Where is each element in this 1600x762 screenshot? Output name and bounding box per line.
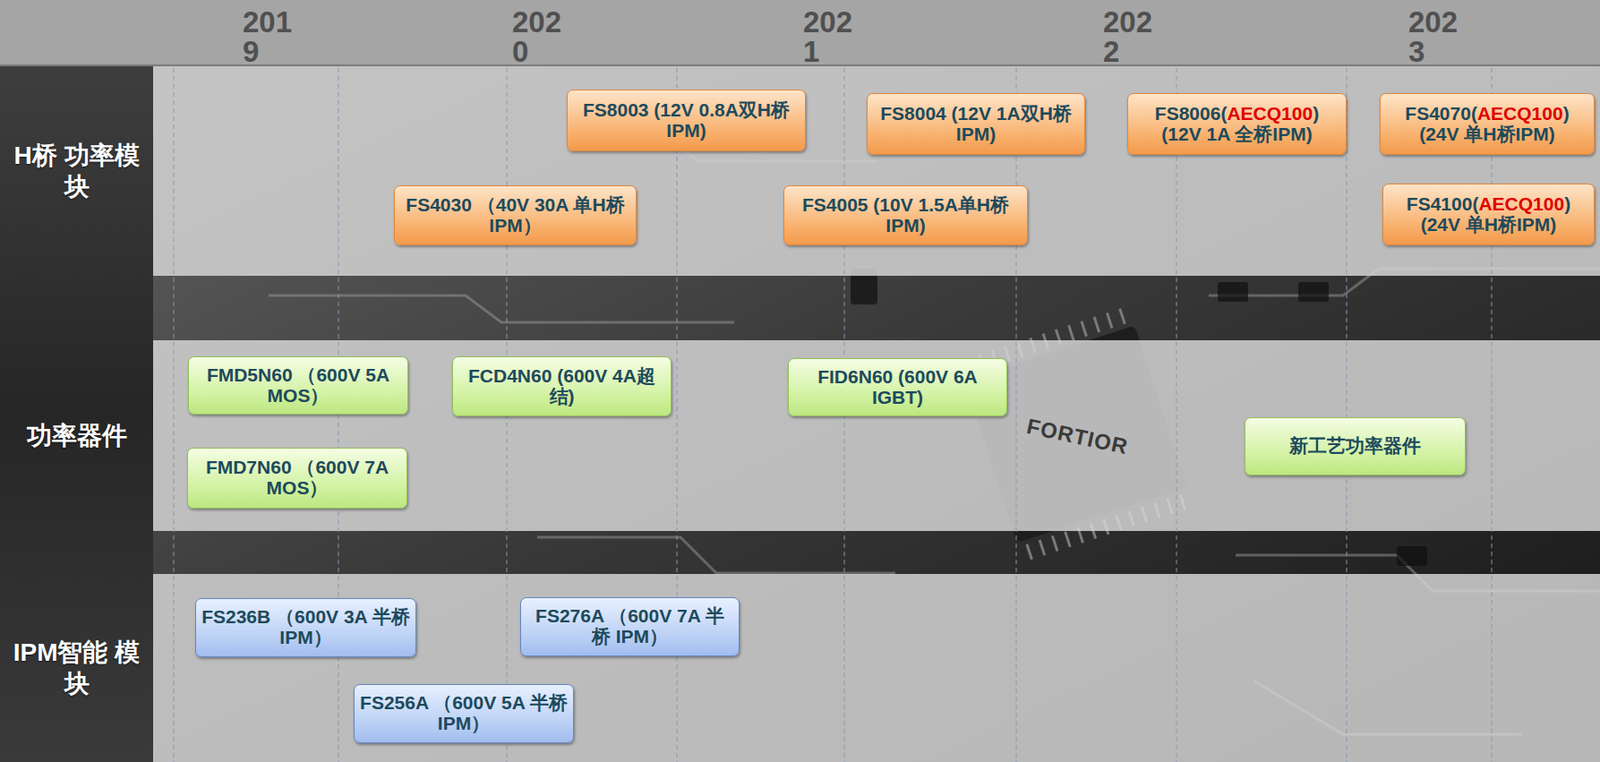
product-box: FS236B （600V 3A 半桥 IPM）: [195, 598, 417, 658]
product-label: FMD7N60 （600V 7A MOS）: [188, 457, 407, 498]
category-band: IPM智能 模块FS236B （600V 3A 半桥 IPM）FS276A （6…: [153, 573, 1600, 762]
qualification-mark: AECQ100: [1477, 102, 1564, 124]
category-band: H桥 功率模块FS8003 (12V 0.8A双H桥 IPM)FS8004 (1…: [153, 66, 1600, 276]
product-box: FS256A （600V 5A 半桥 IPM）: [353, 684, 574, 744]
product-label: FS236B （600V 3A 半桥 IPM）: [196, 607, 416, 648]
product-box: FS4070(AECQ100) (24V 单H桥IPM): [1379, 93, 1595, 155]
product-label: FS256A （600V 5A 半桥 IPM）: [354, 693, 574, 734]
year-label: 2021: [803, 7, 857, 67]
product-box: FS276A （600V 7A 半桥 IPM）: [520, 597, 740, 657]
product-label: FS8003 (12V 0.8A双H桥 IPM): [567, 100, 805, 141]
product-label: FS4030 （40V 30A 单H桥 IPM）: [394, 195, 636, 236]
product-box: FS8003 (12V 0.8A双H桥 IPM): [566, 89, 806, 152]
product-label: FID6N60 (600V 6A IGBT): [788, 367, 1007, 408]
product-label: FS4100(AECQ100) (24V 单H桥IPM): [1383, 194, 1594, 235]
product-label: 新工艺功率器件: [1245, 436, 1465, 457]
product-label: FCD4N60 (600V 4A超结): [453, 366, 671, 407]
product-box: FS8004 (12V 1A双H桥 IPM): [866, 93, 1086, 155]
band-heading: IPM智能 模块: [0, 573, 154, 762]
product-box: FMD7N60 （600V 7A MOS）: [187, 447, 408, 509]
product-box: FS8006(AECQ100) (12V 1A 全桥IPM): [1127, 93, 1347, 155]
product-label: FS276A （600V 7A 半桥 IPM）: [521, 606, 739, 647]
chip-marking: FORTIOR: [1024, 413, 1130, 460]
product-label: FS8004 (12V 1A双H桥 IPM): [867, 103, 1085, 145]
product-box: FCD4N60 (600V 4A超结): [452, 356, 672, 417]
year-label: 2023: [1408, 7, 1463, 67]
product-box: 新工艺功率器件: [1244, 417, 1466, 476]
qualification-mark: AECQ100: [1478, 193, 1565, 214]
band-heading: 功率器件: [0, 340, 154, 531]
product-box: FMD5N60 （600V 5A MOS）: [188, 356, 409, 415]
product-box: FS4100(AECQ100) (24V 单H桥IPM): [1382, 183, 1595, 246]
product-box: FS4030 （40V 30A 单H桥 IPM）: [393, 185, 637, 246]
category-band: 功率器件FMD5N60 （600V 5A MOS）FCD4N60 (600V 4…: [153, 340, 1600, 531]
product-label: FS8006(AECQ100) (12V 1A 全桥IPM): [1128, 103, 1346, 145]
row-title: 功率器件: [21, 419, 133, 452]
row-title: IPM智能 模块: [0, 636, 154, 700]
product-label: FMD5N60 （600V 5A MOS）: [188, 365, 408, 406]
product-label: FS4070(AECQ100) (24V 单H桥IPM): [1380, 103, 1594, 145]
row-title: H桥 功率模块: [0, 139, 154, 203]
product-box: FS4005 (10V 1.5A单H桥 IPM): [783, 185, 1028, 246]
year-label: 2019: [242, 7, 297, 67]
qualification-mark: AECQ100: [1226, 102, 1313, 124]
product-label: FS4005 (10V 1.5A单H桥 IPM): [784, 195, 1027, 236]
band-heading: H桥 功率模块: [0, 66, 154, 276]
year-label: 2020: [512, 7, 566, 67]
product-box: FID6N60 (600V 6A IGBT): [787, 358, 1008, 417]
year-label: 2022: [1103, 7, 1157, 67]
